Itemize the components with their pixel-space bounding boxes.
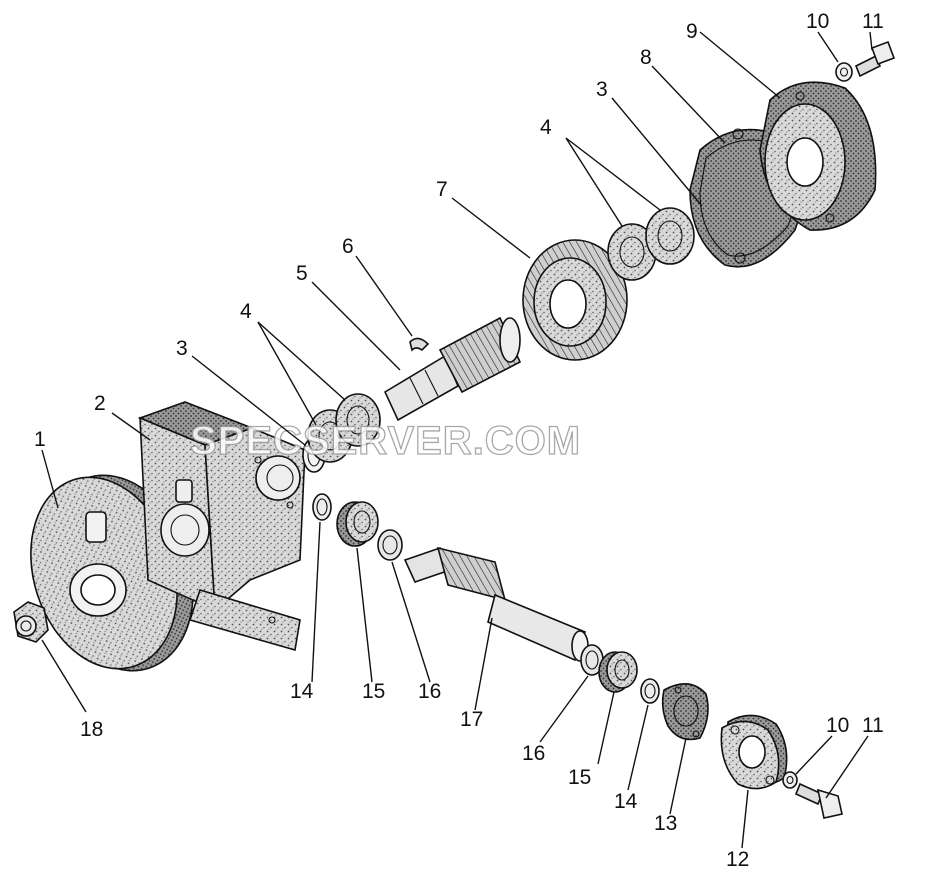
part-5-shaft <box>383 316 522 422</box>
part-11-bolt-bottom <box>794 782 843 819</box>
callout-12: 12 <box>726 848 749 871</box>
callout-16-left: 16 <box>418 680 441 703</box>
callout-15-left: 15 <box>362 680 385 703</box>
callout-15-right: 15 <box>568 766 591 789</box>
callout-3-right: 3 <box>596 78 608 101</box>
leader-lines <box>41 31 873 849</box>
part-4-washers-left <box>307 393 381 463</box>
callout-9: 9 <box>686 20 698 43</box>
part-11-bolt-top <box>854 40 896 78</box>
callout-17: 17 <box>460 708 483 731</box>
part-4-washers-right <box>607 207 695 281</box>
watermark: SPECSERVER.COM <box>190 419 581 463</box>
callout-4-left: 4 <box>240 300 252 323</box>
callout-11-top: 11 <box>862 10 884 33</box>
part-18-nut <box>13 601 49 643</box>
callout-7: 7 <box>436 178 448 201</box>
part-12-flange <box>720 714 788 790</box>
callout-14-left: 14 <box>290 680 314 703</box>
callout-1: 1 <box>34 428 46 451</box>
callout-5: 5 <box>296 262 308 285</box>
callout-8: 8 <box>640 46 652 69</box>
part-10-washer-bottom <box>782 771 798 789</box>
part-17-shaft <box>403 546 589 662</box>
callout-14-right: 14 <box>614 790 638 813</box>
part-7-gear <box>522 239 628 361</box>
callout-6: 6 <box>342 235 354 258</box>
part-15-bearing-left <box>336 501 379 547</box>
callout-16-right: 16 <box>522 742 545 765</box>
part-15-bearing-right <box>598 651 638 693</box>
callout-labels: 1 2 3 4 5 6 7 4 3 8 9 10 11 14 15 16 17 … <box>34 10 884 871</box>
callout-2: 2 <box>94 392 106 415</box>
callout-11-bottom: 11 <box>862 714 884 737</box>
callout-18: 18 <box>80 718 103 741</box>
part-14-ring-right <box>640 678 660 704</box>
part-16-ring-left <box>377 529 403 561</box>
part-13-gasket <box>661 683 709 741</box>
callout-10-top: 10 <box>806 10 829 33</box>
callout-4-right: 4 <box>540 116 552 139</box>
part-2-housing <box>137 401 306 652</box>
callout-10-bottom: 10 <box>826 714 849 737</box>
callout-13: 13 <box>654 812 677 835</box>
part-16-ring-right <box>580 644 604 676</box>
part-10-washer-top <box>835 62 853 82</box>
part-9-cover <box>759 81 877 231</box>
part-6-key <box>409 337 430 352</box>
callout-3-left: 3 <box>176 337 188 360</box>
part-14-ring-left <box>312 493 332 521</box>
